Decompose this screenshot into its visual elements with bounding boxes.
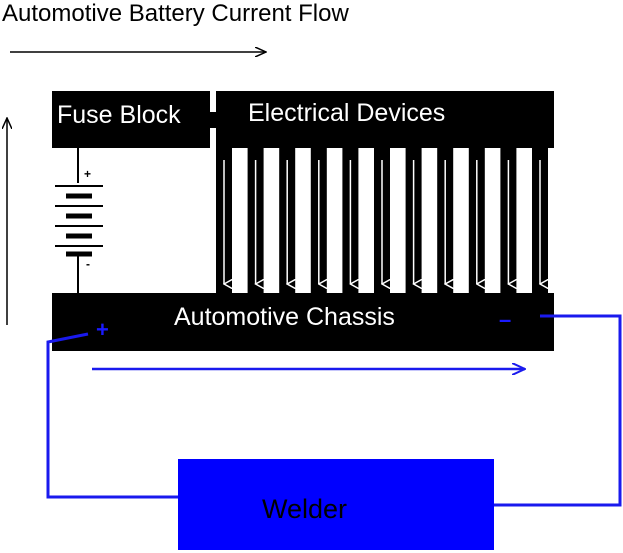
welder-positive-lead xyxy=(46,332,180,499)
fuse-block-label: Fuse Block xyxy=(57,101,181,129)
chassis-block xyxy=(52,293,554,351)
welder-negative-lead xyxy=(494,314,622,507)
welder-block xyxy=(178,459,494,550)
chassis-positive-sign: + xyxy=(96,317,109,342)
battery-positive-sign: + xyxy=(84,167,92,181)
fuse-connector xyxy=(210,112,217,128)
fuse-block xyxy=(52,91,210,148)
electrical-devices-label: Electrical Devices xyxy=(248,99,446,127)
chassis-negative-sign: – xyxy=(499,307,512,332)
battery-negative-sign: - xyxy=(86,257,90,271)
electrical-devices-block xyxy=(216,91,554,148)
diagram-title: Automotive Battery Current Flow xyxy=(2,0,349,27)
welder-label: Welder xyxy=(262,494,348,524)
chassis-label: Automotive Chassis xyxy=(174,303,395,331)
battery-symbol xyxy=(55,185,103,257)
device-leads xyxy=(216,148,548,293)
